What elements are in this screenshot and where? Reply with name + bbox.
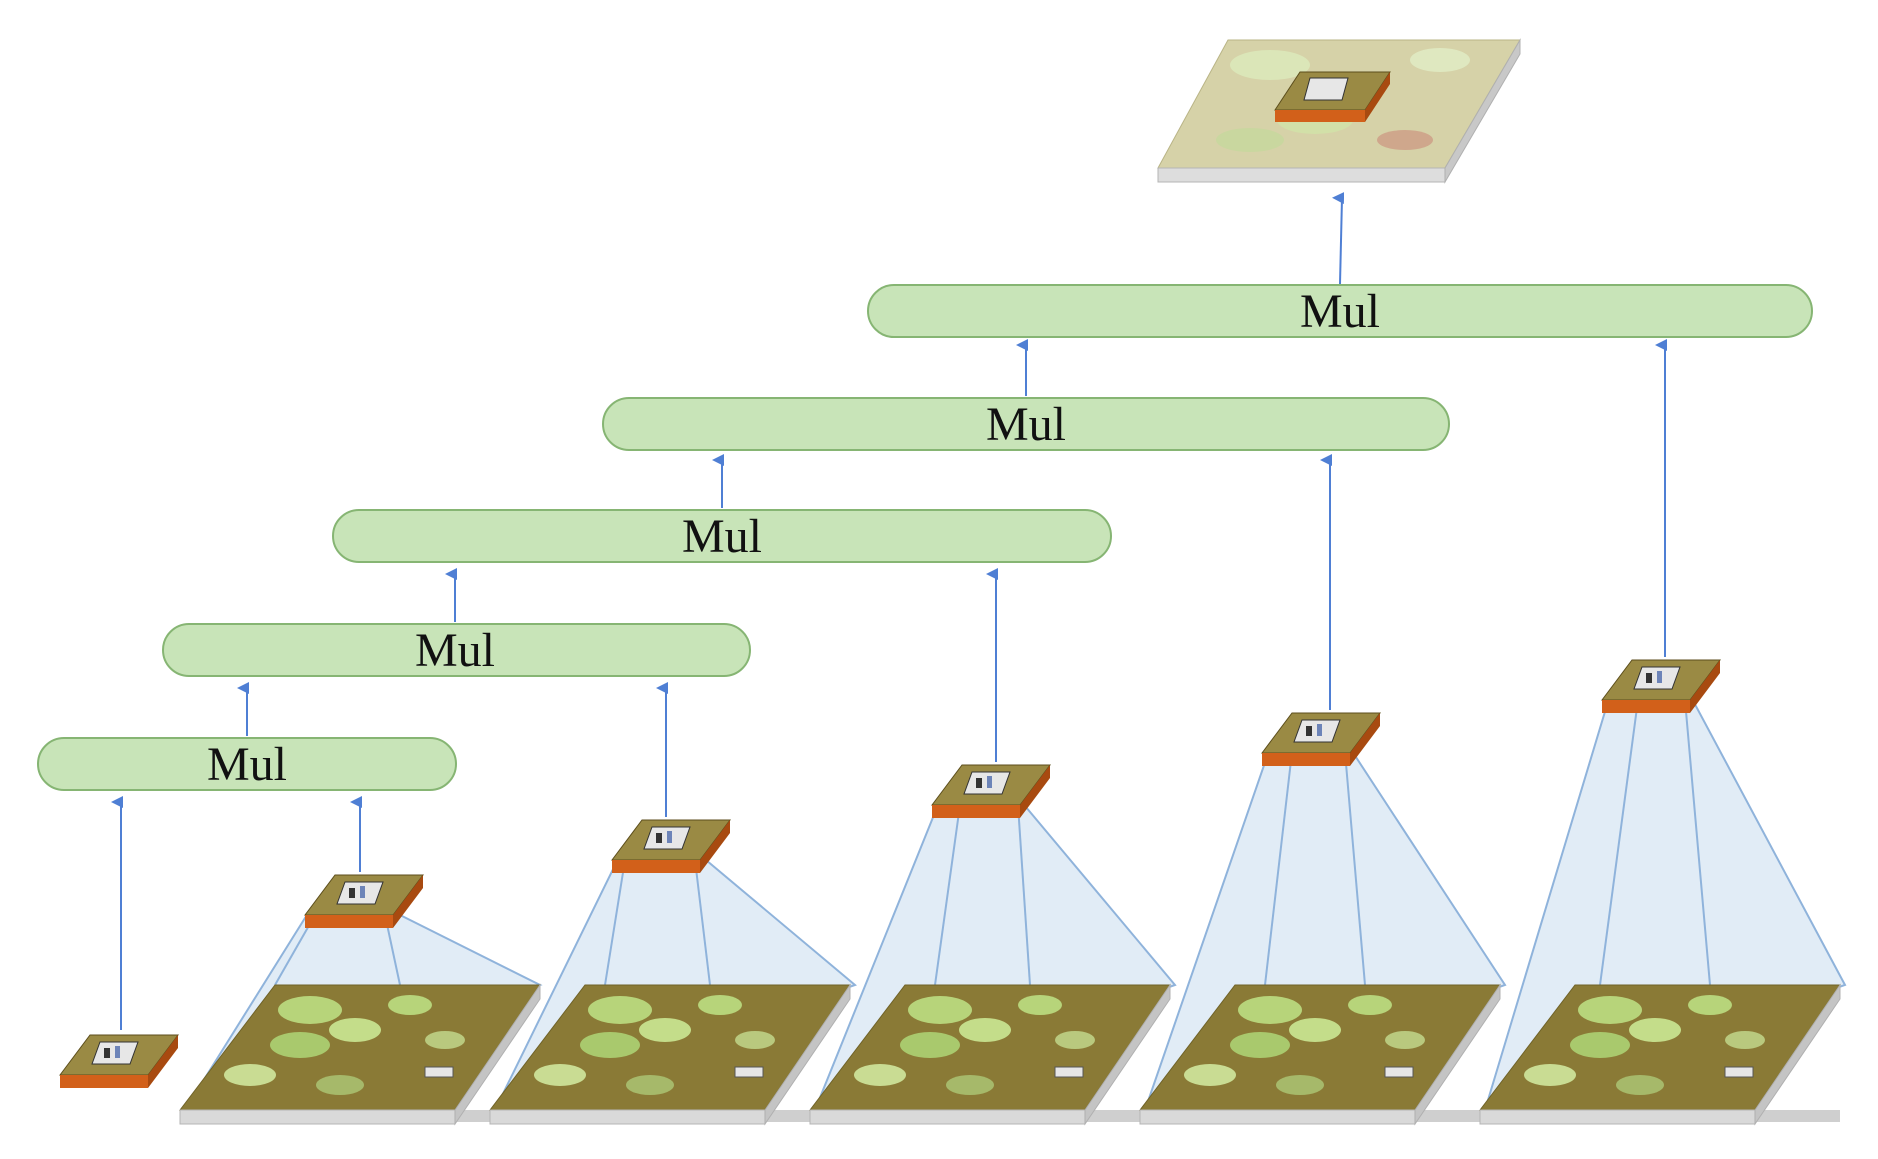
feature-patches (59, 659, 1721, 1088)
mul-node-4-label: Mul (986, 398, 1066, 451)
mul-nodes: Mul Mul Mul Mul Mul (37, 284, 1813, 791)
feature-patch-0 (59, 1034, 179, 1088)
input-image-2 (489, 984, 851, 1125)
input-image-1 (178, 983, 541, 1126)
mul-node-3: Mul (332, 509, 1112, 563)
output-image (1157, 38, 1521, 184)
feature-patch-5 (1601, 659, 1721, 714)
mul-node-2: Mul (162, 623, 751, 677)
mul-node-4: Mul (602, 397, 1450, 451)
input-images (178, 983, 1841, 1126)
arrow-mul5-to-output (1332, 192, 1345, 285)
mul-node-1-label: Mul (207, 738, 287, 791)
mul-node-5-label: Mul (1300, 285, 1380, 338)
mul-node-3-label: Mul (682, 510, 762, 563)
mul-node-2-label: Mul (415, 624, 495, 677)
mul-node-1: Mul (37, 737, 457, 791)
mul-node-5: Mul (867, 284, 1813, 338)
arrows (111, 192, 1667, 1030)
feature-patch-4 (1261, 712, 1381, 767)
feature-patch-3 (931, 764, 1051, 819)
output-patch (1274, 71, 1391, 122)
